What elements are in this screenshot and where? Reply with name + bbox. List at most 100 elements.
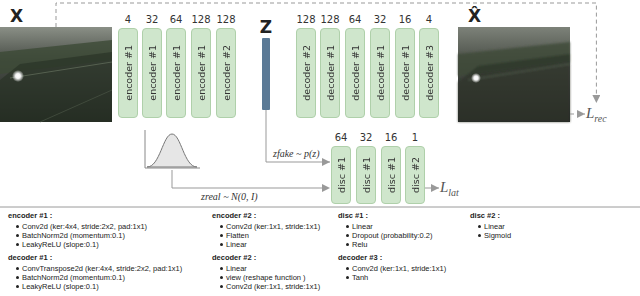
light-spot bbox=[471, 73, 481, 83]
legend-heading: encoder #1 : bbox=[8, 211, 52, 220]
blurred-scene bbox=[458, 42, 570, 122]
layer-name: disc #1 bbox=[336, 157, 347, 193]
layer-item: Relu bbox=[345, 240, 367, 249]
layer-name: disc #1 bbox=[361, 157, 372, 193]
encoder-block: 32encoder #1 bbox=[142, 28, 162, 118]
layer-item: Flatten bbox=[219, 231, 249, 240]
encoder-block: 128encoder #1 bbox=[191, 28, 211, 118]
legend-heading: decoder #1 : bbox=[8, 253, 52, 262]
layer-name: decoder #1 bbox=[400, 45, 411, 101]
channel-count: 128 bbox=[216, 14, 235, 25]
legend-heading: decoder #3 : bbox=[338, 253, 382, 262]
channel-count: 4 bbox=[125, 14, 131, 25]
channel-count: 16 bbox=[385, 132, 398, 143]
layer-name: disc #2 bbox=[410, 157, 421, 193]
decoder-block: 4decoder #3 bbox=[419, 28, 439, 118]
connector bbox=[570, 114, 585, 115]
output-image bbox=[458, 27, 570, 122]
plot-axis bbox=[145, 168, 200, 169]
layer-item: Tanh bbox=[345, 273, 368, 282]
input-image bbox=[0, 27, 112, 122]
image-panel: X̂ bbox=[458, 27, 570, 122]
layer-item: BatchNorm2d (momentum:0.1) bbox=[15, 273, 125, 282]
layer-item: Linear bbox=[219, 264, 247, 273]
legend-heading: decoder #2 : bbox=[212, 253, 256, 262]
layer-item: Dropout (probability:0.2) bbox=[345, 231, 432, 240]
field-dark bbox=[458, 54, 570, 122]
disc-block: 1disc #2 bbox=[405, 146, 425, 204]
legend-heading: disc #1 : bbox=[338, 211, 368, 220]
layer-name: encoder #1 bbox=[147, 45, 158, 101]
layer-name: encoder #1 bbox=[171, 45, 182, 101]
loss-symbol: L bbox=[440, 179, 448, 195]
disc-block: 32disc #1 bbox=[356, 146, 376, 204]
layer-name: encoder #1 bbox=[123, 45, 134, 101]
encoder-block: 64encoder #1 bbox=[166, 28, 186, 118]
layer-item: Conv2d (ker:1x1, stride:1x1) bbox=[219, 222, 320, 231]
legend-heading: disc #2 : bbox=[470, 211, 500, 220]
loss-symbol: L bbox=[586, 105, 594, 121]
legend-heading: encoder #2 : bbox=[212, 211, 256, 220]
channel-count: 1 bbox=[412, 132, 418, 143]
layer-item: Conv2d (ker:1x1, stride:1x1) bbox=[345, 264, 446, 273]
layer-item: Linear bbox=[345, 222, 373, 231]
layer-name: encoder #2 bbox=[221, 45, 232, 101]
divider-line bbox=[0, 207, 640, 208]
connector bbox=[425, 188, 439, 189]
channel-count: 32 bbox=[374, 14, 387, 25]
gaussian-plot bbox=[145, 130, 200, 168]
layer-item: Linear bbox=[219, 240, 247, 249]
layer-item: LeakyReLU (slope:0.1) bbox=[15, 282, 99, 291]
decoder-block: 64decoder #1 bbox=[345, 28, 365, 118]
decoder-block: 32decoder #1 bbox=[370, 28, 390, 118]
image-title: X bbox=[10, 8, 23, 25]
latent-bar: Z bbox=[262, 38, 270, 110]
layer-item: view (reshape function ) bbox=[219, 273, 306, 282]
encoder-block: 4encoder #1 bbox=[118, 28, 138, 118]
plot-axis bbox=[145, 130, 146, 168]
channel-count: 64 bbox=[170, 14, 183, 25]
disc-block: 64disc #1 bbox=[331, 146, 351, 204]
light-spot bbox=[12, 70, 24, 82]
channel-count: 32 bbox=[360, 132, 373, 143]
channel-count: 32 bbox=[146, 14, 159, 25]
bell-curve bbox=[147, 134, 197, 167]
encoder-block: 128encoder #2 bbox=[216, 28, 236, 118]
layer-name: decoder #3 bbox=[424, 45, 435, 101]
channel-count: 64 bbox=[349, 14, 362, 25]
image-panel: X bbox=[0, 27, 112, 122]
layer-name: decoder #2 bbox=[301, 45, 312, 101]
loss-subscript: rec bbox=[594, 113, 606, 124]
layer-item: Sigmoid bbox=[477, 231, 511, 240]
field-line bbox=[468, 64, 570, 80]
field-line bbox=[10, 62, 112, 78]
channel-count: 128 bbox=[191, 14, 210, 25]
decoder-block: 128decoder #2 bbox=[296, 28, 316, 118]
field-dark bbox=[0, 52, 112, 122]
layer-item: Conv2d (ker:1x1, stride:1x1) bbox=[219, 282, 320, 291]
edge-label: zfake ~ p(z) bbox=[272, 148, 321, 159]
layer-item: LeakyReLU (slope:0.1) bbox=[15, 240, 99, 249]
disc-block: 16disc #1 bbox=[381, 146, 401, 204]
loss-subscript: lat bbox=[448, 187, 459, 198]
layer-name: decoder #1 bbox=[375, 45, 386, 101]
equation-label: zreal ~ N(0, I) bbox=[200, 191, 259, 202]
arrowhead bbox=[322, 184, 330, 192]
layer-name: decoder #1 bbox=[325, 45, 336, 101]
layer-name: disc #1 bbox=[386, 157, 397, 193]
latent-title: Z bbox=[260, 19, 272, 36]
image-ground bbox=[0, 27, 112, 122]
channel-count: 64 bbox=[335, 132, 348, 143]
decoder-block: 128decoder #1 bbox=[320, 28, 340, 118]
layer-name: encoder #1 bbox=[196, 45, 207, 101]
layer-item: Linear bbox=[477, 222, 505, 231]
channel-count: 128 bbox=[296, 14, 315, 25]
loss-term: Lrec bbox=[586, 104, 607, 124]
zreal-arrow-line bbox=[172, 170, 323, 188]
loss-term: Llat bbox=[440, 178, 459, 198]
channel-count: 4 bbox=[426, 14, 432, 25]
channel-count: 128 bbox=[320, 14, 339, 25]
image-ground bbox=[458, 27, 570, 122]
